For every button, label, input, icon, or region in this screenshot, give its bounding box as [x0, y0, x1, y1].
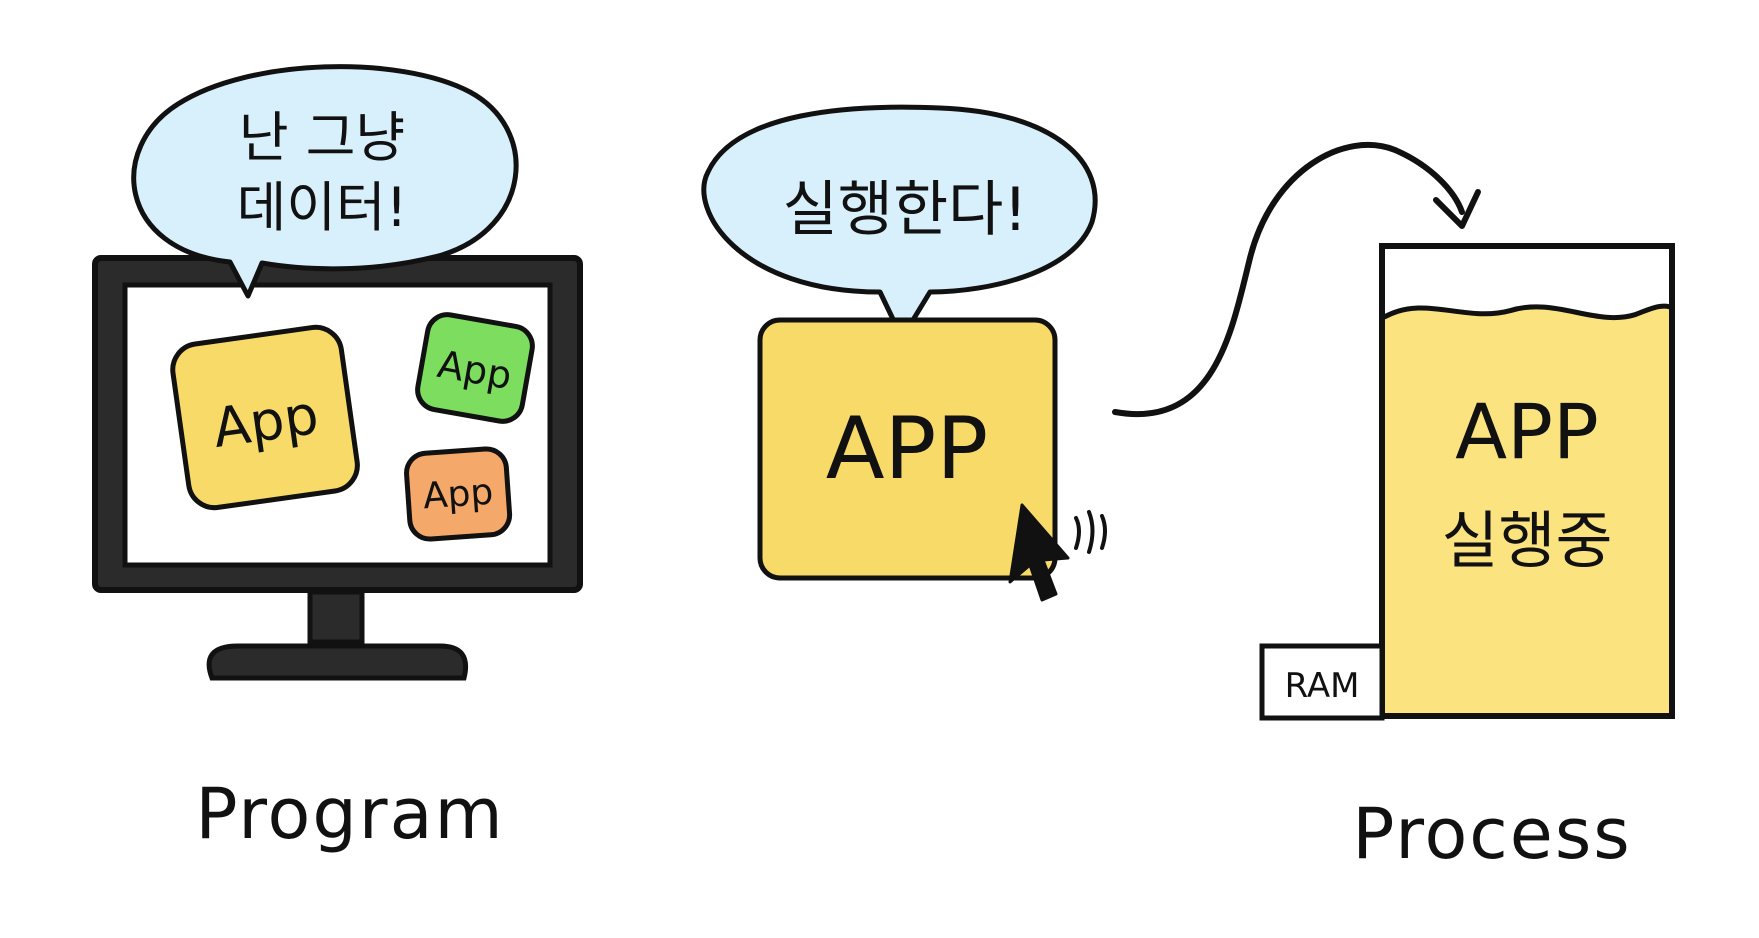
ram-label: RAM [1285, 666, 1360, 706]
program-bubble-line2: 데이터! [237, 176, 408, 239]
run-app-label: APP [826, 399, 989, 499]
program-bubble-line1: 난 그냥 [239, 106, 405, 169]
program-group: 난 그냥 데이터! App App App Program [92, 64, 583, 855]
process-app-label: APP [1455, 387, 1599, 476]
run-app-tile: APP [757, 317, 1058, 581]
program-caption: Program [195, 773, 504, 855]
app-icon-orange: App [404, 446, 513, 542]
run-speech-bubble: 실행한다! [701, 104, 1098, 341]
cursor-icon [1008, 503, 1107, 602]
process-status-label: 실행중 [1441, 504, 1612, 577]
app-icon-yellow-label: App [209, 383, 322, 460]
app-icon-yellow: App [170, 324, 360, 511]
process-caption: Process [1352, 793, 1632, 875]
ram-container: APP 실행중 [1379, 243, 1675, 719]
run-bubble-text: 실행한다! [783, 175, 1028, 245]
ram-tag: RAM [1259, 643, 1385, 721]
process-group: APP 실행중 RAM Process [1259, 243, 1675, 875]
app-icon-orange-label: App [422, 472, 495, 518]
load-arrow [1112, 142, 1481, 417]
app-icon-green: App [415, 312, 535, 424]
program-speech-bubble: 난 그냥 데이터! [131, 64, 519, 299]
run-group: 실행한다! APP [701, 104, 1481, 602]
